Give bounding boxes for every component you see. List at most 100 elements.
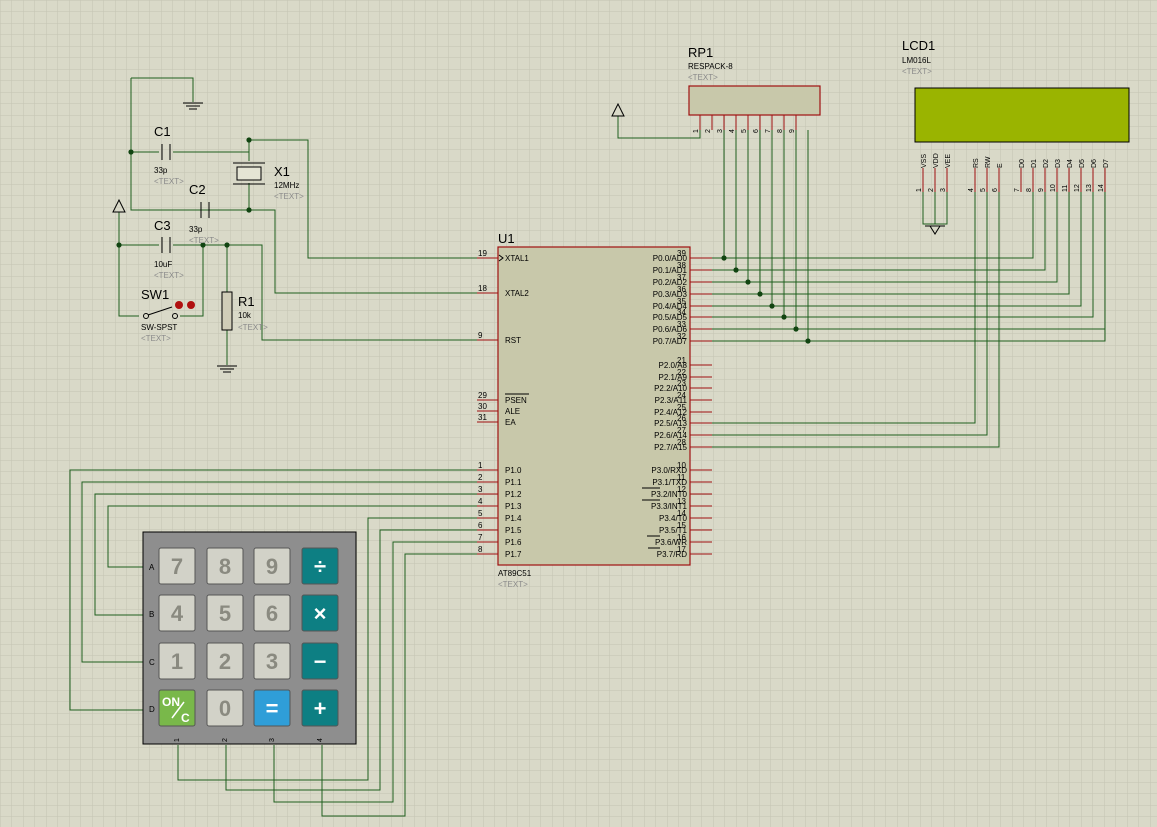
u1-pin-number: 17	[677, 545, 686, 554]
u1-pin-name: P0.6/AD6	[653, 325, 688, 334]
key[interactable]: 2	[206, 642, 244, 680]
u1-pin-name: P1.2	[505, 490, 522, 499]
key[interactable]: =	[253, 689, 291, 727]
key[interactable]: 1	[158, 642, 196, 680]
key[interactable]: −	[301, 642, 339, 680]
key[interactable]: ÷	[301, 547, 339, 585]
u1-pin-name: P3.0/RXD	[651, 466, 687, 475]
keypad-row-label: D	[149, 705, 155, 714]
sw1-text-placeholder: <TEXT>	[141, 334, 171, 343]
u1-pin-name: P3.5/T1	[659, 526, 688, 535]
c3-value: 10uF	[154, 260, 172, 269]
lcd1-value: LM016L	[902, 56, 931, 65]
u1-pin-number: 6	[478, 521, 483, 530]
capacitor-c2[interactable]: C2 33p <TEXT>	[189, 182, 219, 245]
u1-pin-name: XTAL1	[505, 254, 529, 263]
key[interactable]: +	[301, 689, 339, 727]
u1-pin-name: P1.1	[505, 478, 522, 487]
resistor-r1[interactable]: R1 10k <TEXT>	[221, 291, 268, 332]
key[interactable]: 8	[206, 547, 244, 585]
key[interactable]: ONC	[158, 689, 196, 727]
r1-text-placeholder: <TEXT>	[238, 323, 268, 332]
u1-pin-name: PSEN	[505, 396, 527, 405]
lcd-lcd1[interactable]: LCD1 LM016L <TEXT> VSS1VDD2VEE3RS4RW5E6D…	[902, 38, 1130, 192]
u1-pin-number: 21	[677, 356, 686, 365]
u1-pin-name: P1.4	[505, 514, 522, 523]
key-label: C	[181, 711, 190, 725]
lcd1-pin-number: 7	[1014, 188, 1021, 192]
lcd1-pin-number: 9	[1038, 188, 1045, 192]
u1-pin-number: 19	[478, 249, 487, 258]
key-face	[158, 594, 196, 632]
crystal-x1[interactable]: X1 12MHz <TEXT>	[233, 162, 304, 201]
key-label: 3	[266, 649, 278, 674]
lcd1-pin-name: D5	[1079, 159, 1086, 168]
sw1-ref: SW1	[141, 287, 169, 302]
u1-pin-name: P1.7	[505, 550, 522, 559]
rp1-pin-number: 4	[729, 129, 736, 133]
u1-pin-number: 29	[478, 391, 487, 400]
key[interactable]: 6	[253, 594, 291, 632]
power-symbol[interactable]	[112, 198, 126, 213]
x1-value: 12MHz	[274, 181, 299, 190]
u1-pin-number: 22	[677, 368, 686, 377]
rp1-value: RESPACK-8	[688, 62, 733, 71]
lcd1-pin-number: 8	[1026, 188, 1033, 192]
lcd1-pin-name: VDD	[933, 153, 940, 168]
key-face	[253, 689, 291, 727]
r1-ref: R1	[238, 294, 255, 309]
u1-pin-name: P3.4/T0	[659, 514, 688, 523]
lcd1-pin-name: D1	[1031, 159, 1038, 168]
key[interactable]: 5	[206, 594, 244, 632]
rp1-pin-number: 5	[741, 129, 748, 133]
u1-pin-number: 35	[677, 297, 686, 306]
u1-pin-name: P3.3/INT1	[651, 502, 688, 511]
key-face	[206, 689, 244, 727]
key[interactable]: ×	[301, 594, 339, 632]
lcd1-pin-number: 10	[1050, 184, 1057, 192]
ground-symbol[interactable]	[183, 102, 203, 110]
u1-pin-number: 4	[478, 497, 483, 506]
key-face	[301, 594, 339, 632]
lcd1-pins: VSS1VDD2VEE3RS4RW5E6D07D18D29D310D411D51…	[916, 153, 1110, 192]
key-face	[158, 547, 196, 585]
rp1-pin-number: 6	[753, 129, 760, 133]
key-face	[301, 689, 339, 727]
key-label: ON	[162, 695, 180, 709]
u1-pin-name: P3.7/RD	[657, 550, 687, 559]
key[interactable]: 7	[158, 547, 196, 585]
power-symbol[interactable]	[611, 102, 625, 117]
key[interactable]: 3	[253, 642, 291, 680]
ground-symbol[interactable]	[217, 365, 237, 373]
key[interactable]: 9	[253, 547, 291, 585]
key[interactable]: 4	[158, 594, 196, 632]
ground-symbol[interactable]	[925, 225, 945, 235]
c3-text-placeholder: <TEXT>	[154, 271, 184, 280]
clock-marker	[498, 254, 504, 262]
u1-pin-name: P1.3	[505, 502, 522, 511]
key-label: 8	[219, 554, 231, 579]
chip-u1[interactable]: U1 19XTAL118XTAL29RST29PSEN30ALE31EA1P1.…	[477, 231, 712, 589]
u1-pin-name: P0.2/AD2	[653, 278, 688, 287]
capacitor-c1[interactable]: C1 33p <TEXT>	[154, 124, 184, 186]
keypad-col-label: 2	[222, 738, 229, 742]
key-slash	[171, 701, 185, 719]
u1-pin-number: 2	[478, 473, 483, 482]
key[interactable]: 0	[206, 689, 244, 727]
key-face	[253, 547, 291, 585]
capacitor-c3[interactable]: C3 10uF <TEXT>	[154, 218, 184, 280]
u1-pin-name: P0.5/AD5	[653, 313, 688, 322]
u1-pin-number: 27	[677, 426, 686, 435]
key-face	[158, 689, 196, 727]
u1-pin-number: 23	[677, 379, 686, 388]
switch-sw1[interactable]: SW1 SW-SPST <TEXT>	[141, 287, 195, 343]
u1-pin-number: 3	[478, 485, 483, 494]
keypad-row-label: C	[149, 658, 155, 667]
